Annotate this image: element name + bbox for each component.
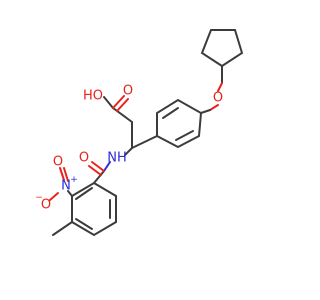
nitro-group — [49, 167, 73, 201]
cyclopentyl-ring — [200, 29, 244, 68]
nitro-oxygen-label: O — [53, 155, 63, 170]
nitro-negative-charge: − — [35, 193, 43, 203]
hydroxyl-label: HO — [83, 89, 103, 104]
nitro-positive-charge: + — [70, 175, 78, 185]
amide-nh-label: NH — [107, 151, 127, 166]
ether-oxygen-label: O — [213, 91, 223, 106]
nitro-nitrogen-label: N — [61, 179, 71, 194]
propanoic-backbone — [103, 95, 158, 149]
benzoyl-ring — [71, 181, 117, 237]
nitro-oxygen-anion-label: O — [41, 198, 51, 213]
methyl-group — [52, 221, 73, 236]
molecule-structure-diagram: HO O O NH O N + O − O — [35, 29, 244, 237]
acid-carbonyl-oxygen-label: O — [123, 84, 133, 99]
amide-oxygen-label: O — [79, 151, 89, 166]
amide-link — [88, 147, 133, 184]
ether-link — [200, 65, 223, 114]
phenyl-ring — [156, 98, 203, 149]
